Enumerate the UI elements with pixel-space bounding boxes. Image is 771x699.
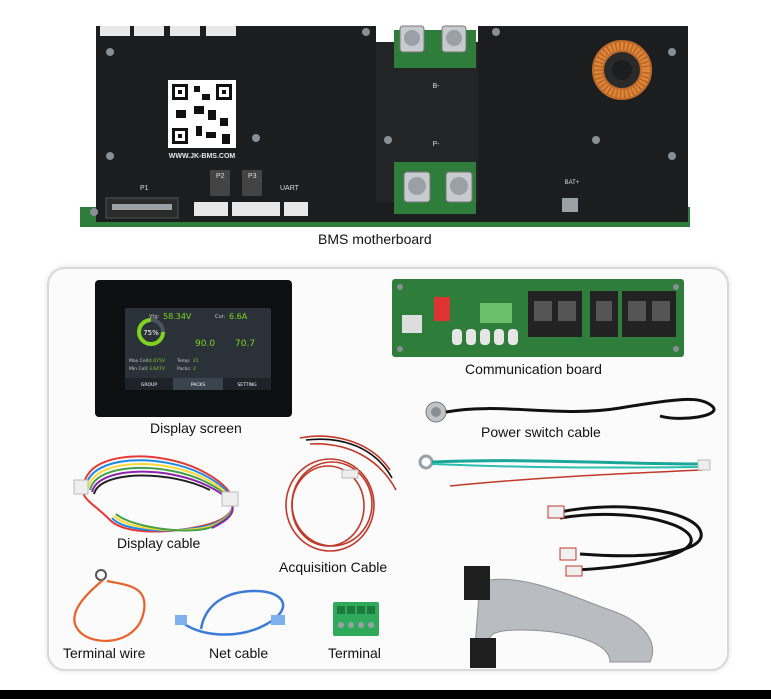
svg-text:B-: B- (433, 83, 441, 90)
display-cable-caption: Display cable (117, 535, 201, 551)
svg-text:70.7: 70.7 (235, 339, 255, 349)
svg-text:GROUP: GROUP (141, 382, 157, 388)
svg-text:WWW.JK-BMS.COM: WWW.JK-BMS.COM (169, 153, 236, 160)
net-cable-image (175, 589, 285, 636)
ribbon-cable-image (464, 566, 654, 668)
svg-text:UART: UART (280, 185, 300, 192)
svg-text:Vtg:: Vtg: (149, 314, 160, 320)
power-switch-cable-caption: Power switch cable (481, 424, 601, 440)
terminal-wire-caption: Terminal wire (63, 645, 146, 661)
net-cable-caption: Net cable (209, 645, 269, 661)
terminal-caption: Terminal (328, 645, 381, 661)
communication-board-image (392, 279, 684, 357)
svg-text:Temp:: Temp: (176, 358, 191, 364)
svg-text:75%: 75% (143, 329, 159, 337)
bms-motherboard-image: WWW.JK-BMS.COM B- P- BAT+ P1 P2 P3 UART (80, 25, 690, 227)
display-screen-lcd: 75% Vtg: 58.34V Cur: 6.6A 90.0 70.7 Max … (125, 308, 271, 390)
svg-text:BAT+: BAT+ (565, 180, 580, 186)
balance-wire-harness-image (547, 505, 703, 577)
bms-motherboard-caption: BMS motherboard (318, 231, 432, 247)
svg-text:PACKS: PACKS (191, 382, 206, 388)
acquisition-cable-caption: Acquisition Cable (279, 559, 388, 575)
svg-text:P-: P- (433, 141, 441, 148)
svg-text:Packs:: Packs: (177, 366, 191, 372)
svg-text:P1: P1 (140, 185, 149, 192)
svg-text:SETTING: SETTING (237, 382, 257, 388)
svg-text:4.075V: 4.075V (149, 358, 166, 364)
svg-text:Min Cell:: Min Cell: (129, 366, 148, 372)
terminal-block-image (333, 602, 379, 636)
display-screen-caption: Display screen (150, 420, 242, 436)
svg-text:21: 21 (193, 358, 199, 364)
svg-text:Max Cell:: Max Cell: (129, 358, 150, 364)
terminal-wire-image (73, 569, 146, 643)
svg-text:Cur:: Cur: (215, 314, 226, 320)
acquisition-cable-image (285, 435, 397, 552)
svg-text:6.6A: 6.6A (229, 312, 248, 321)
display-screen-image: 75% Vtg: 58.34V Cur: 6.6A 90.0 70.7 Max … (95, 280, 292, 417)
ring-terminal-cable-image (418, 454, 711, 487)
svg-text:58.34V: 58.34V (163, 312, 192, 321)
display-screen-ui: 75% Vtg: 58.34V Cur: 6.6A 90.0 70.7 Max … (125, 312, 271, 390)
svg-text:3.647V: 3.647V (149, 366, 166, 372)
power-switch-cable-image (425, 398, 716, 423)
bottom-bar (0, 690, 771, 699)
svg-text:P2: P2 (216, 173, 225, 180)
communication-board-caption: Communication board (465, 361, 602, 377)
svg-text:P3: P3 (248, 173, 257, 180)
svg-text:2: 2 (193, 366, 196, 372)
display-cable-image (73, 455, 239, 533)
svg-text:90.0: 90.0 (195, 339, 215, 349)
